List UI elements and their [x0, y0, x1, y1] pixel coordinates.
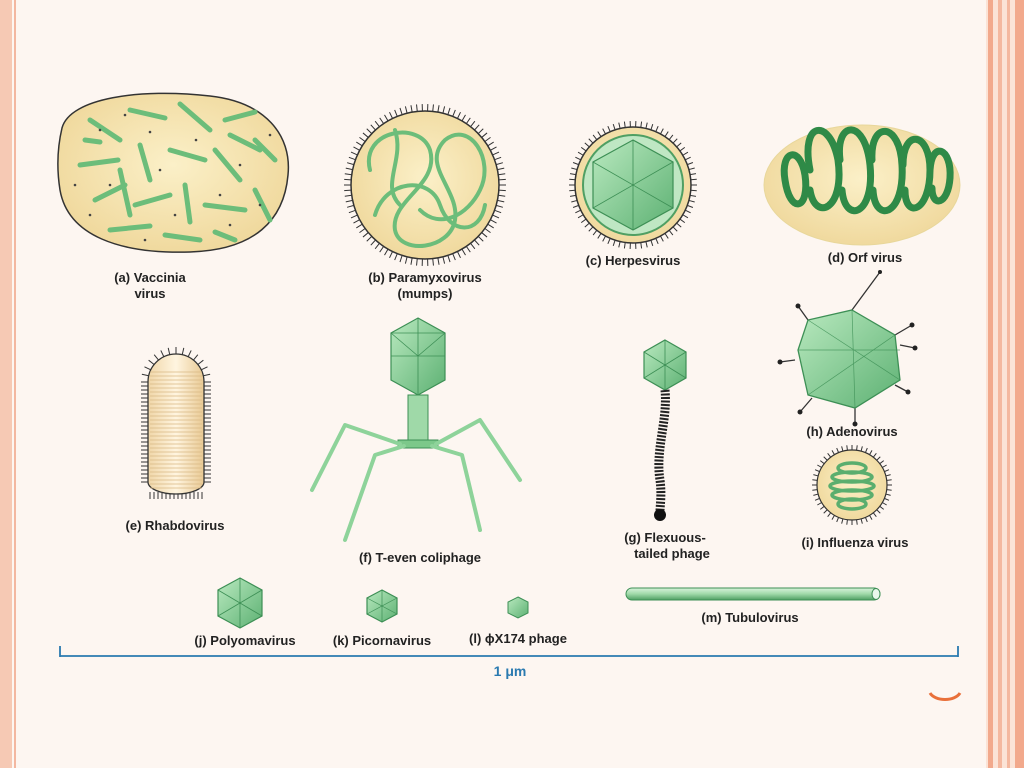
vaccinia-virus: (a) Vaccinia virus — [57, 92, 290, 301]
scale-bar-label: 1 μm — [494, 663, 527, 679]
label-j: (j) Polyomavirus — [194, 633, 295, 648]
label-e: (e) Rhabdovirus — [126, 518, 225, 533]
paramyxovirus-spikes — [344, 104, 506, 266]
influenza-virus: (i) Influenza virus — [802, 445, 909, 550]
label-l: (l) ϕX174 phage — [469, 631, 567, 646]
label-k: (k) Picornavirus — [333, 633, 431, 648]
label-b-line2: (mumps) — [398, 286, 453, 301]
slide-frame-left — [0, 0, 12, 768]
phix174-phage: (l) ϕX174 phage — [469, 596, 567, 646]
rhabdovirus-spikes — [141, 347, 211, 499]
tubulovirus: (m) Tubulovirus — [625, 587, 881, 625]
t-even-coliphage: (f) T-even coliphage — [310, 317, 522, 565]
label-g-line1: (g) Flexuous- — [624, 530, 706, 545]
label-h: (h) Adenovirus — [806, 424, 897, 439]
picornavirus: (k) Picornavirus — [333, 589, 431, 648]
flexuous-tailed-phage: (g) Flexuous- tailed phage — [624, 339, 710, 561]
adenovirus: (h) Adenovirus — [777, 270, 918, 439]
scale-bar: 1 μm — [59, 646, 959, 679]
label-g-line2: tailed phage — [634, 546, 710, 561]
label-d: (d) Orf virus — [828, 250, 902, 265]
paramyxovirus: (b) Paramyxovirus (mumps) — [344, 104, 506, 301]
herpesvirus-spikes — [569, 121, 697, 249]
rhabdovirus: (e) Rhabdovirus — [126, 347, 225, 533]
rhabdovirus-stripes — [150, 371, 202, 489]
label-i: (i) Influenza virus — [802, 535, 909, 550]
influenza-spikes — [812, 445, 892, 525]
label-m: (m) Tubulovirus — [701, 610, 798, 625]
label-c: (c) Herpesvirus — [586, 253, 681, 268]
orf-virus: (d) Orf virus — [763, 124, 961, 265]
polyomavirus: (j) Polyomavirus — [194, 577, 296, 648]
slide-frame-left-line — [14, 0, 16, 768]
label-f: (f) T-even coliphage — [359, 550, 481, 565]
slide-accent-arc — [928, 692, 962, 702]
label-a-line2: virus — [134, 286, 165, 301]
herpesvirus: (c) Herpesvirus — [569, 121, 697, 268]
slide-frame-right — [986, 0, 1024, 768]
label-b-line1: (b) Paramyxovirus — [368, 270, 481, 285]
label-a-line1: (a) Vaccinia — [114, 270, 186, 285]
